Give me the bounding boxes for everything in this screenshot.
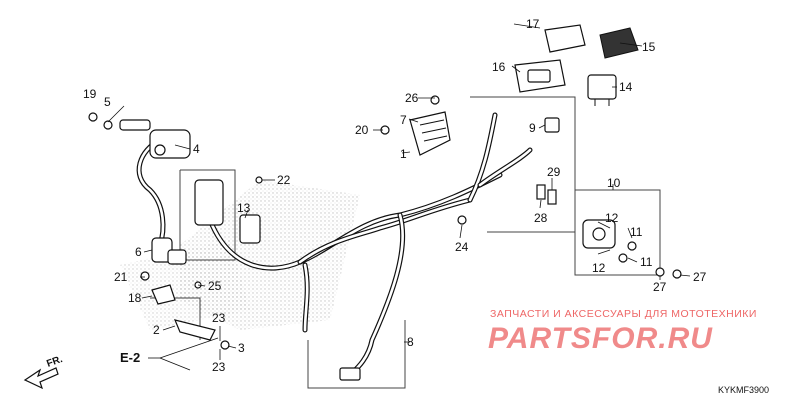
callout-17: 17: [526, 17, 540, 31]
callout-1: 1: [400, 147, 407, 161]
part-7-cover: [409, 111, 451, 156]
direction-label: FR.: [45, 354, 64, 370]
callout-27-lower: 27: [653, 280, 667, 294]
callout-15: 15: [642, 40, 656, 54]
callout-18: 18: [128, 291, 142, 305]
part-4-ignition-coil: [119, 119, 191, 159]
watermark-brand: PARTSFOR.RU: [488, 322, 713, 355]
frame-8: [307, 320, 406, 389]
arrow-left-icon: [23, 367, 59, 390]
watermark-subtitle: ЗАПЧАСТИ И АКСЕССУАРЫ ДЛЯ МОТОТЕХНИКИ: [490, 308, 757, 320]
callout-22: 22: [277, 173, 291, 187]
leader-lines: [107, 23, 691, 371]
section-ref-e2: E-2: [120, 350, 140, 365]
callout-11-upper: 11: [630, 225, 643, 239]
callout-4: 4: [193, 142, 200, 156]
callout-28: 28: [534, 211, 548, 225]
callout-23-lower: 23: [212, 360, 226, 374]
part-9-connector: [544, 117, 560, 133]
callout-24: 24: [455, 240, 469, 254]
part-28-fuse: [536, 184, 546, 200]
part-16-unit: [514, 59, 566, 93]
callout-12-upper: 12: [605, 211, 619, 225]
callout-21: 21: [114, 270, 128, 284]
callout-12-lower: 12: [592, 261, 606, 275]
diagram-code: KYKMF3900: [718, 385, 769, 395]
part-18-clamp: [151, 284, 176, 305]
callout-25: 25: [208, 279, 222, 293]
front-direction-indicator: FR.: [23, 354, 64, 390]
part-14-relay: [587, 74, 617, 106]
callout-23-upper: 23: [212, 311, 226, 325]
part-15-cover: [599, 27, 639, 59]
bolts: [88, 95, 682, 350]
callout-2: 2: [153, 323, 160, 337]
part-13-component: [194, 179, 261, 244]
callout-26: 26: [405, 91, 419, 105]
callout-11-lower: 11: [640, 255, 653, 269]
callout-7: 7: [400, 113, 407, 127]
part-2-bracket: [173, 319, 216, 341]
callout-10: 10: [607, 176, 621, 190]
callout-20: 20: [355, 123, 369, 137]
part-8-connector: [339, 367, 361, 381]
callout-16: 16: [492, 60, 506, 74]
part-6-plug-cap: [151, 237, 187, 265]
callout-19: 19: [83, 87, 97, 101]
stipple-shading-left: [120, 240, 250, 330]
callout-5: 5: [104, 95, 111, 109]
callout-9: 9: [529, 121, 536, 135]
callout-29: 29: [547, 165, 561, 179]
callout-3: 3: [238, 341, 245, 355]
part-17-connector: [544, 24, 586, 53]
callout-8: 8: [407, 335, 414, 349]
part-10-starter-relay: [582, 219, 616, 249]
callout-14: 14: [619, 80, 633, 94]
frame-13: [179, 169, 236, 261]
callout-6: 6: [135, 245, 142, 259]
callout-13: 13: [237, 201, 251, 215]
part-29-fuse: [547, 189, 557, 205]
frame-main-harness: [470, 96, 576, 233]
callout-27-right: 27: [693, 270, 707, 284]
